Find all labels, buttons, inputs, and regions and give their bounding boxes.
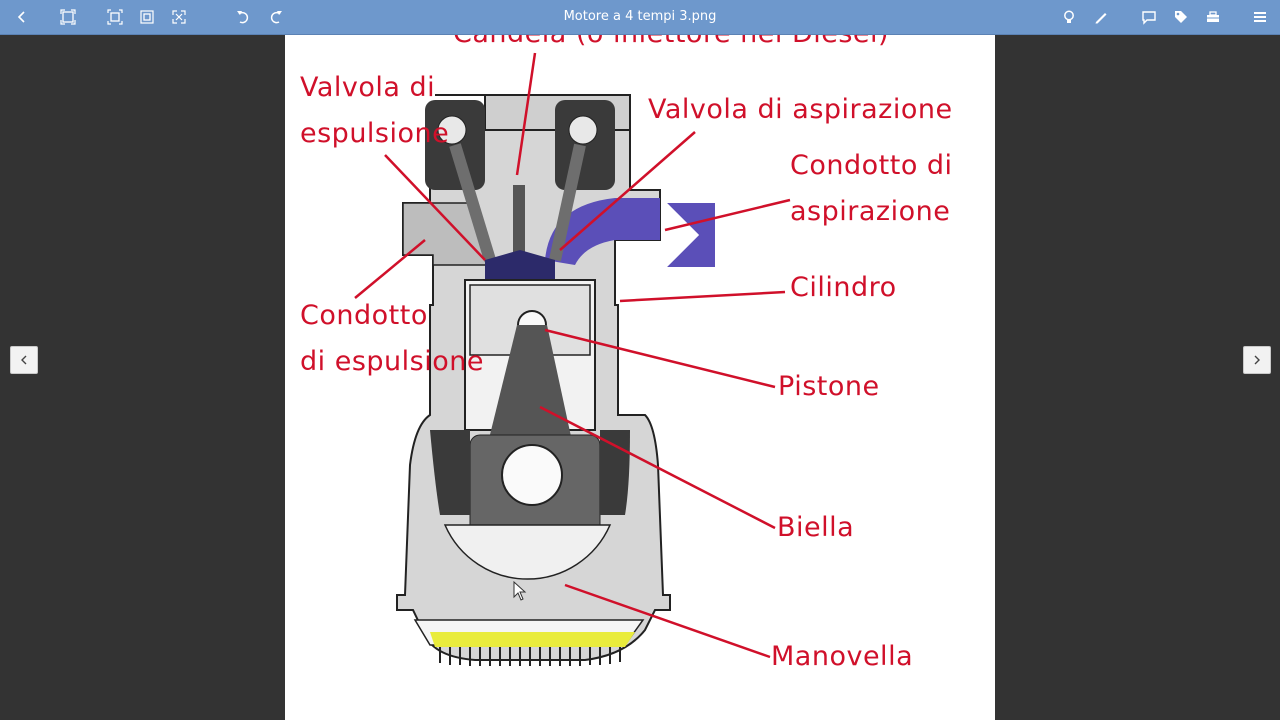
rotate-right-button[interactable] bbox=[264, 5, 288, 29]
toolbox-icon bbox=[1207, 11, 1219, 22]
comment-icon bbox=[1142, 11, 1156, 25]
intake-valve bbox=[549, 143, 586, 262]
back-button[interactable] bbox=[10, 5, 34, 29]
fit-window-icon bbox=[60, 9, 76, 25]
sump-fins bbox=[439, 647, 621, 666]
left-panel bbox=[0, 35, 285, 720]
label-valvola-espulsione: Valvola di espulsione bbox=[300, 72, 450, 149]
fit-page-button[interactable] bbox=[135, 5, 159, 29]
leader-lines bbox=[354, 52, 791, 659]
tag-button[interactable] bbox=[1169, 5, 1193, 29]
comment-button[interactable] bbox=[1137, 5, 1161, 29]
previous-image-button[interactable] bbox=[10, 346, 38, 374]
pen-button[interactable] bbox=[1089, 5, 1113, 29]
fullscreen-icon bbox=[172, 10, 186, 24]
label-condotto-aspirazione: Condotto di aspirazione bbox=[790, 150, 953, 227]
label-candela: Candela (o iniettore nei Diesel) bbox=[453, 35, 889, 57]
fit-width-icon bbox=[107, 9, 123, 25]
mouse-cursor-icon bbox=[513, 581, 527, 601]
chevron-right-icon bbox=[1254, 355, 1260, 365]
label-valvola-aspirazione: Valvola di aspirazione bbox=[648, 94, 953, 125]
label-manovella: Manovella bbox=[771, 641, 914, 672]
rotate-right-icon bbox=[270, 11, 282, 24]
image-canvas: Candela (o iniettore nei Diesel) Valvola… bbox=[285, 35, 995, 720]
connecting-rod bbox=[485, 325, 575, 455]
engine-diagram bbox=[354, 52, 791, 666]
menu-icon bbox=[1254, 12, 1266, 22]
toolbar: Motore a 4 tempi 3.png bbox=[0, 0, 1280, 35]
crank-disk bbox=[443, 524, 612, 580]
right-panel bbox=[995, 35, 1280, 720]
chevron-left-icon bbox=[21, 355, 27, 365]
label-cilindro: Cilindro bbox=[790, 272, 897, 303]
spark-plug bbox=[513, 185, 525, 255]
tag-icon bbox=[1175, 11, 1187, 23]
rotate-left-button[interactable] bbox=[231, 5, 255, 29]
rotate-left-icon bbox=[237, 11, 249, 24]
toolbox-button[interactable] bbox=[1201, 5, 1225, 29]
menu-button[interactable] bbox=[1248, 5, 1272, 29]
label-condotto-espulsione: Condotto di espulsione bbox=[300, 300, 484, 377]
exhaust-valve bbox=[449, 143, 496, 262]
label-biella: Biella bbox=[777, 512, 855, 543]
intake-arrow bbox=[665, 190, 715, 280]
next-image-button[interactable] bbox=[1243, 346, 1271, 374]
back-icon bbox=[17, 11, 25, 23]
fit-width-button[interactable] bbox=[103, 5, 127, 29]
pen-icon bbox=[1095, 13, 1107, 24]
lightbulb-icon bbox=[1064, 10, 1074, 23]
fit-window-button[interactable] bbox=[56, 5, 80, 29]
label-pistone: Pistone bbox=[778, 371, 880, 402]
intake-duct bbox=[545, 198, 660, 265]
fullscreen-button[interactable] bbox=[167, 5, 191, 29]
lightbulb-button[interactable] bbox=[1057, 5, 1081, 29]
fit-page-icon bbox=[140, 10, 154, 24]
window-title: Motore a 4 tempi 3.png bbox=[563, 9, 717, 24]
